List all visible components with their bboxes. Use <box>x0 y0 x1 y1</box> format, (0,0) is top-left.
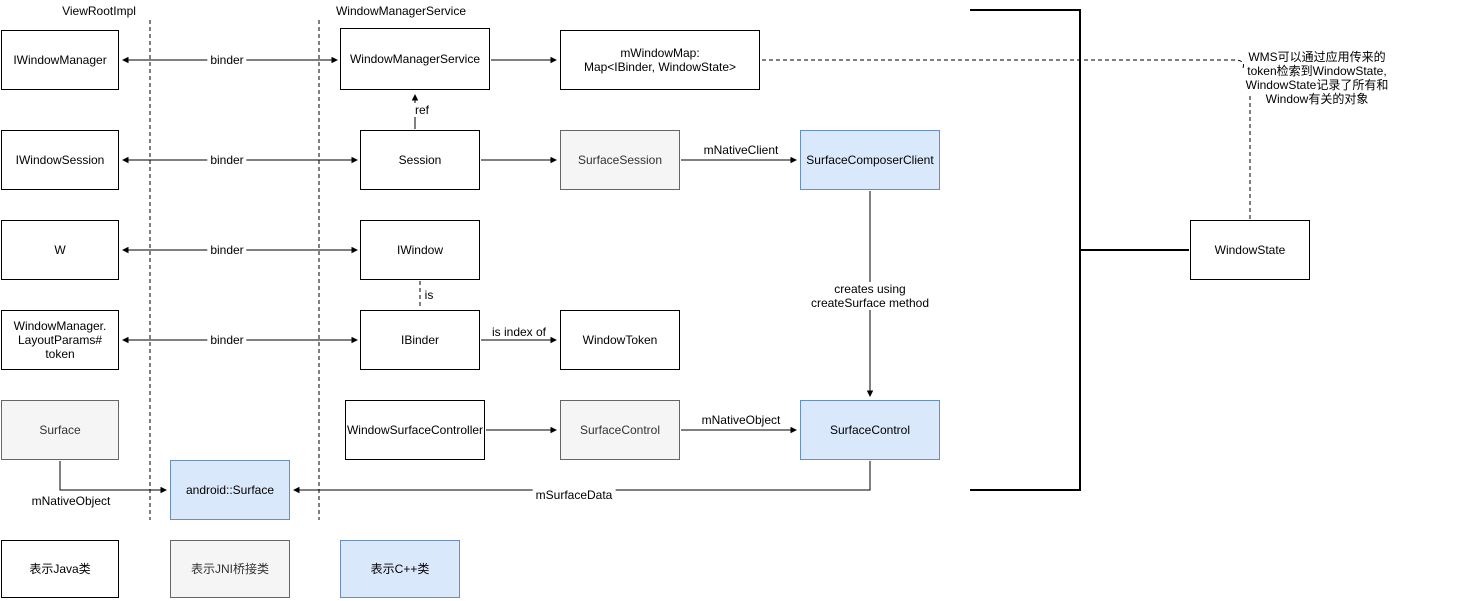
windowmap-annotation-dashed-line <box>762 59 1244 69</box>
box-windowsurfacecontroller: WindowSurfaceController <box>345 400 485 460</box>
box-iwindowsession: IWindowSession <box>1 130 119 190</box>
box-w: W <box>1 220 119 280</box>
box-label: WindowSurfaceController <box>346 423 484 437</box>
box-label: IBinder <box>400 333 440 347</box>
box-label: SurfaceSession <box>577 153 663 167</box>
column-header-viewrootimpl: ViewRootImpl <box>62 4 136 18</box>
column-header-windowmanagerservice: WindowManagerService <box>335 4 467 18</box>
edge-label-binder: binder <box>207 53 247 67</box>
edge-label-mnativeobject: mNativeObject <box>701 413 781 427</box>
grouping-bracket <box>970 9 1081 491</box>
box-iwindow: IWindow <box>360 220 480 280</box>
box-label: WindowState <box>1214 243 1286 257</box>
legend-label: 表示JNI桥接类 <box>190 562 269 576</box>
box-mwindowmap: mWindowMap: Map<IBinder, WindowState> <box>560 30 760 90</box>
box-surface: Surface <box>1 400 119 460</box>
box-label: IWindowManager <box>13 53 107 67</box>
box-label: Session <box>398 153 442 167</box>
box-ibinder: IBinder <box>360 310 480 370</box>
box-surfacecontrol-cpp: SurfaceControl <box>800 400 940 460</box>
legend-java-class: 表示Java类 <box>1 540 119 598</box>
edge-label-creates-using: creates using createSurface method <box>807 282 933 310</box>
edge-label-binder: binder <box>207 333 247 347</box>
box-windowmanagerservice: WindowManagerService <box>340 28 490 90</box>
box-surfacecomposerclient: SurfaceComposerClient <box>800 130 940 190</box>
edge-label-is-index-of: is index of <box>488 325 550 339</box>
box-windowstate: WindowState <box>1190 220 1310 280</box>
edge-label-mnativeclient: mNativeClient <box>703 143 779 157</box>
legend-label: 表示C++类 <box>370 562 430 576</box>
edge-label-is: is <box>421 288 437 302</box>
box-android-surface: android::Surface <box>170 460 290 520</box>
box-session: Session <box>360 130 480 190</box>
surface-to-androidsurface-arrow <box>59 461 167 494</box>
box-label: SurfaceControl <box>829 423 911 437</box>
box-label: android::Surface <box>185 483 275 497</box>
edge-label-mnativeobject: mNativeObject <box>31 494 111 508</box>
edge-label-binder: binder <box>207 153 247 167</box>
box-label: SurfaceComposerClient <box>806 153 934 167</box>
box-label: WindowManager. LayoutParams# token <box>13 319 107 361</box>
box-label: IWindow <box>396 243 443 257</box>
box-surfacecontrol-jni: SurfaceControl <box>560 400 680 460</box>
edge-label-ref: ref <box>411 103 433 117</box>
box-windowtoken: WindowToken <box>560 310 680 370</box>
box-label: W <box>54 243 66 257</box>
annotation-note: WMS可以通过应用传来的token检索到WindowState, WindowS… <box>1245 50 1389 106</box>
box-label: mWindowMap: Map<IBinder, WindowState> <box>583 46 737 74</box>
box-iwindowmanager: IWindowManager <box>1 30 119 90</box>
box-label: WindowToken <box>582 333 658 347</box>
msurfacedata-arrow <box>293 461 871 494</box>
box-label: IWindowSession <box>15 153 105 167</box>
edge-label-binder: binder <box>207 243 247 257</box>
box-label: Surface <box>39 423 81 437</box>
legend-cpp-class: 表示C++类 <box>340 540 460 598</box>
box-layoutparams-token: WindowManager. LayoutParams# token <box>1 310 119 370</box>
box-label: SurfaceControl <box>579 423 661 437</box>
box-label: WindowManagerService <box>349 52 481 66</box>
legend-jni-bridge-class: 表示JNI桥接类 <box>170 540 290 598</box>
legend-label: 表示Java类 <box>29 562 91 576</box>
edge-label-msurfacedata: mSurfaceData <box>532 488 616 502</box>
box-surfacesession: SurfaceSession <box>560 130 680 190</box>
